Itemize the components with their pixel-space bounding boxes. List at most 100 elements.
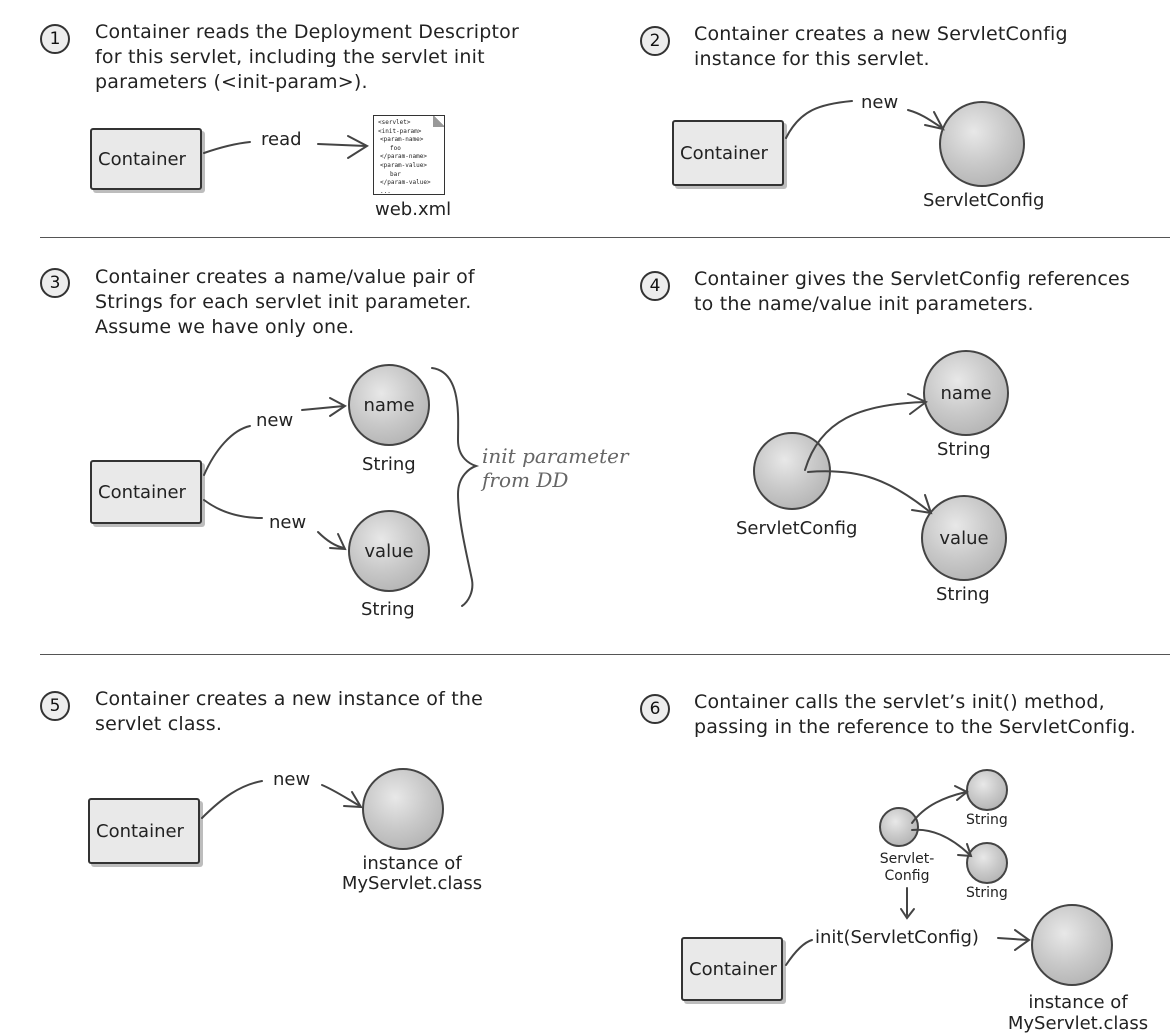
step-3-text: Container creates a name/value pair of S… xyxy=(95,265,475,340)
panel3-value-arrowhead xyxy=(329,533,347,551)
instance-label-line-1: instance of xyxy=(1028,992,1128,1013)
step-5-line-1: Container creates a new instance of the xyxy=(95,688,483,710)
web-xml-label: web.xml xyxy=(375,199,452,220)
panel3-lower-connector xyxy=(203,499,263,519)
panel3-string-bottom-label: String xyxy=(361,599,415,620)
step-1-text: Container reads the Deployment Descripto… xyxy=(95,20,519,95)
panel2-servletconfig-label: ServletConfig xyxy=(923,190,1045,211)
panel4-servletconfig-label: ServletConfig xyxy=(736,518,858,539)
step-1-line-2: for this servlet, including the servlet … xyxy=(95,46,485,68)
panel5-new-arrow-shaft xyxy=(321,784,361,807)
step-1-number: 1 xyxy=(40,24,70,54)
instance-label-line-2: MyServlet.class xyxy=(1007,1013,1149,1034)
step-2-line-2: instance for this servlet. xyxy=(694,48,930,70)
panel2-container-box: Container xyxy=(672,120,784,186)
note-line-2: from DD xyxy=(482,468,569,492)
config-label-line-1: Servlet- xyxy=(879,851,935,867)
step-5-number: 5 xyxy=(40,691,70,721)
value-string-object: value xyxy=(348,510,430,592)
step-6-text: Container calls the servlet’s init() met… xyxy=(694,690,1136,740)
panel6-container-box: Container xyxy=(681,937,783,1001)
panel2-new-arrow-shaft xyxy=(907,109,943,129)
myservlet-instance-object xyxy=(362,768,444,850)
panel4-string-bottom-label: String xyxy=(936,584,990,605)
panel4-value-arrowhead xyxy=(911,494,933,515)
panel3-value-arrow-shaft xyxy=(317,531,345,549)
step-4-text: Container gives the ServletConfig refere… xyxy=(694,267,1130,317)
init-parameter-brace xyxy=(431,367,480,607)
panel6-instance-label: instance of MyServlet.class xyxy=(1003,992,1153,1034)
step-3-number: 3 xyxy=(40,268,70,298)
panel6-container-connector xyxy=(785,939,813,966)
step-6-line-2: passing in the reference to the ServletC… xyxy=(694,716,1137,738)
panel2-new-connector xyxy=(785,100,853,139)
panel6-upper-arrow-shaft xyxy=(911,791,967,824)
doc-line: <param-name> xyxy=(380,136,424,144)
web-xml-document-icon: <servlet> <init-param> <param-name> foo … xyxy=(373,115,445,195)
panel6-init-arrow-shaft xyxy=(997,937,1029,941)
step-4-line-2: to the name/value init parameters. xyxy=(694,293,1034,315)
instance-label-line-2: MyServlet.class xyxy=(341,873,483,894)
panel2-new-label: new xyxy=(861,92,899,113)
panel4-string-top-label: String xyxy=(937,439,991,460)
instance-label-line-1: instance of xyxy=(362,853,462,874)
step-4-number: 4 xyxy=(640,271,670,301)
step-1-line-1: Container reads the Deployment Descripto… xyxy=(95,21,519,43)
step-6-number: 6 xyxy=(640,694,670,724)
divider-middle xyxy=(40,654,1170,655)
doc-line: <param-value> xyxy=(380,161,427,169)
panel2-new-arrowhead xyxy=(924,111,945,131)
panel1-read-arrow-shaft xyxy=(317,143,367,147)
panel5-new-label: new xyxy=(273,769,311,790)
panel3-new-bottom-label: new xyxy=(269,512,307,533)
panel6-down-arrowhead xyxy=(900,908,915,920)
panel4-value-object: value xyxy=(921,495,1007,581)
step-6-line-1: Container calls the servlet’s init() met… xyxy=(694,691,1105,713)
panel1-read-connector xyxy=(203,141,251,154)
config-label-line-2: Config xyxy=(884,868,930,884)
doc-line: <servlet> xyxy=(378,119,411,126)
panel1-read-label: read xyxy=(261,129,302,150)
step-4-line-1: Container gives the ServletConfig refere… xyxy=(694,268,1130,290)
panel3-name-arrowhead xyxy=(329,397,347,417)
panel6-string-bottom-label: String xyxy=(966,885,1008,901)
panel3-string-top-label: String xyxy=(362,454,416,475)
servletconfig-object xyxy=(939,101,1025,187)
doc-line: foo xyxy=(390,144,401,152)
panel3-new-top-label: new xyxy=(256,410,294,431)
step-1-line-3: parameters (<init-param>). xyxy=(95,71,368,93)
panel4-name-object: name xyxy=(923,350,1009,436)
step-5-text: Container creates a new instance of the … xyxy=(95,687,483,737)
doc-line: </param-value> xyxy=(380,179,431,187)
panel3-upper-connector xyxy=(203,425,251,476)
doc-line: </param-name> xyxy=(380,153,427,161)
note-line-1: init parameter xyxy=(482,444,629,468)
name-string-object: name xyxy=(348,364,430,446)
panel3-container-box: Container xyxy=(90,460,202,524)
divider-top xyxy=(40,237,1170,238)
init-call-label: init(ServletConfig) xyxy=(815,927,979,948)
doc-line: ... xyxy=(380,187,391,195)
panel5-new-arrowhead xyxy=(343,791,363,809)
panel5-instance-label: instance of MyServlet.class xyxy=(337,854,487,894)
panel5-container-box: Container xyxy=(88,798,200,864)
panel6-string-top-label: String xyxy=(966,812,1008,828)
init-parameter-note: init parameter from DD xyxy=(482,444,629,492)
step-3-line-3: Assume we have only one. xyxy=(95,316,355,338)
panel1-container-box: Container xyxy=(90,128,202,190)
step-3-line-1: Container creates a name/value pair of xyxy=(95,266,475,288)
step-3-line-2: Strings for each servlet init parameter. xyxy=(95,291,472,313)
step-2-text: Container creates a new ServletConfig in… xyxy=(694,22,1068,72)
panel4-servletconfig-object xyxy=(753,432,831,510)
panel6-myservlet-instance-object xyxy=(1031,904,1113,986)
panel5-new-connector xyxy=(201,780,263,819)
panel6-servletconfig-label: Servlet- Config xyxy=(872,851,942,885)
panel6-string-top-object xyxy=(966,769,1008,811)
doc-line: <init-param> xyxy=(378,127,422,135)
panel6-string-bottom-object xyxy=(966,842,1008,884)
panel6-init-arrowhead xyxy=(1014,929,1031,951)
doc-line: bar xyxy=(390,170,401,178)
step-5-line-2: servlet class. xyxy=(95,713,223,735)
document-dogear xyxy=(433,116,444,127)
